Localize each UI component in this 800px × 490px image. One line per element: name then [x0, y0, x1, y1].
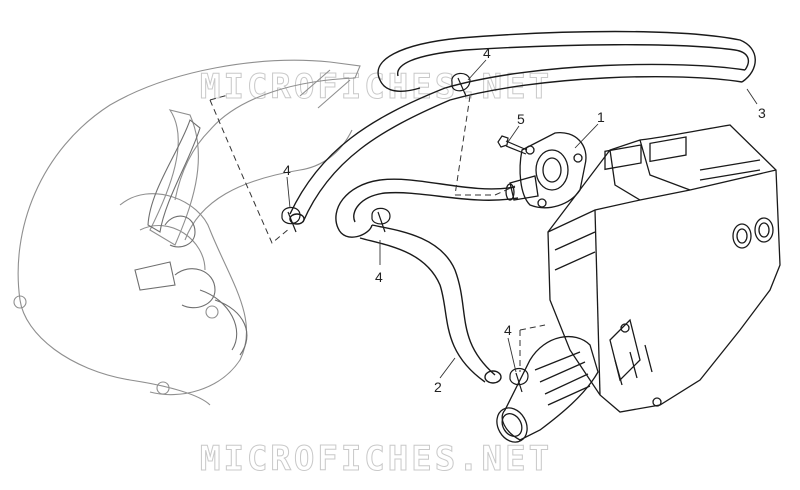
valve-body — [505, 132, 587, 209]
hose-clamp-bottom — [509, 367, 529, 393]
callout-part-5: 5 — [517, 111, 525, 127]
exhaust-outline — [13, 59, 361, 406]
exhaust-pipe-detail — [134, 119, 248, 356]
hose-clamp-middle — [371, 207, 391, 233]
hose-3 — [289, 30, 756, 225]
callout-part-4-bottom: 4 — [504, 322, 512, 338]
leader-lines — [209, 94, 546, 372]
watermark-bottom: MICROFICHES.NET — [200, 439, 552, 479]
callout-part-3: 3 — [758, 105, 766, 121]
callout-part-4-left: 4 — [283, 162, 291, 178]
callout-part-4-top: 4 — [483, 45, 491, 61]
callout-part-1: 1 — [597, 109, 605, 125]
hose-clamp-top — [451, 72, 471, 97]
watermark-top: MICROFICHES.NET — [200, 67, 552, 107]
callout-leaders — [286, 59, 758, 379]
airbox — [547, 124, 781, 413]
hose-2 — [335, 178, 519, 384]
intake-boot — [496, 336, 599, 443]
hose-clamp-left — [281, 206, 301, 233]
callout-part-2: 2 — [434, 379, 442, 395]
bolt — [497, 135, 528, 155]
callout-part-4-middle: 4 — [375, 269, 383, 285]
